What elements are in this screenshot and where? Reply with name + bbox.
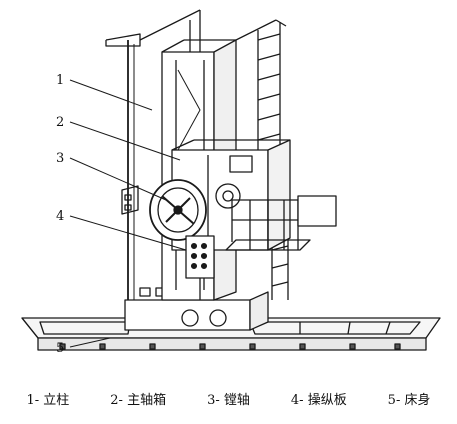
legend-num: 2-	[110, 392, 123, 408]
legend-num: 5-	[387, 392, 401, 408]
legend-num: 1-	[26, 392, 40, 408]
control-panel	[185, 235, 215, 300]
legend-label: 镗轴	[223, 392, 250, 408]
legend: 1- 立柱 2- 主轴箱 3- 镗轴 4- 操纵板 5- 床身	[0, 383, 457, 413]
leader-lines	[69, 79, 187, 348]
legend-label: 操纵板	[307, 392, 347, 408]
legend-item-bed: 5- 床身	[388, 389, 431, 408]
callout-5: 5	[56, 341, 64, 356]
callout-2: 2	[56, 115, 64, 130]
operator-platform	[225, 195, 337, 251]
legend-item-spindle-box: 2- 主轴箱	[110, 389, 166, 408]
boring-spindle	[149, 179, 207, 241]
legend-num: 3-	[207, 392, 220, 408]
callout-4: 4	[56, 209, 64, 224]
callout-1: 1	[56, 73, 64, 88]
legend-label: 床身	[404, 392, 431, 408]
legend-num: 4-	[290, 392, 304, 408]
legend-item-boring-spindle: 3- 镗轴	[207, 389, 250, 408]
legend-label: 立柱	[43, 392, 70, 408]
callout-3: 3	[56, 151, 64, 166]
legend-item-control-panel: 4- 操纵板	[291, 389, 347, 408]
rear-support-rod	[105, 9, 201, 300]
legend-item-column: 1- 立柱	[26, 389, 69, 408]
legend-label: 主轴箱	[127, 392, 167, 408]
